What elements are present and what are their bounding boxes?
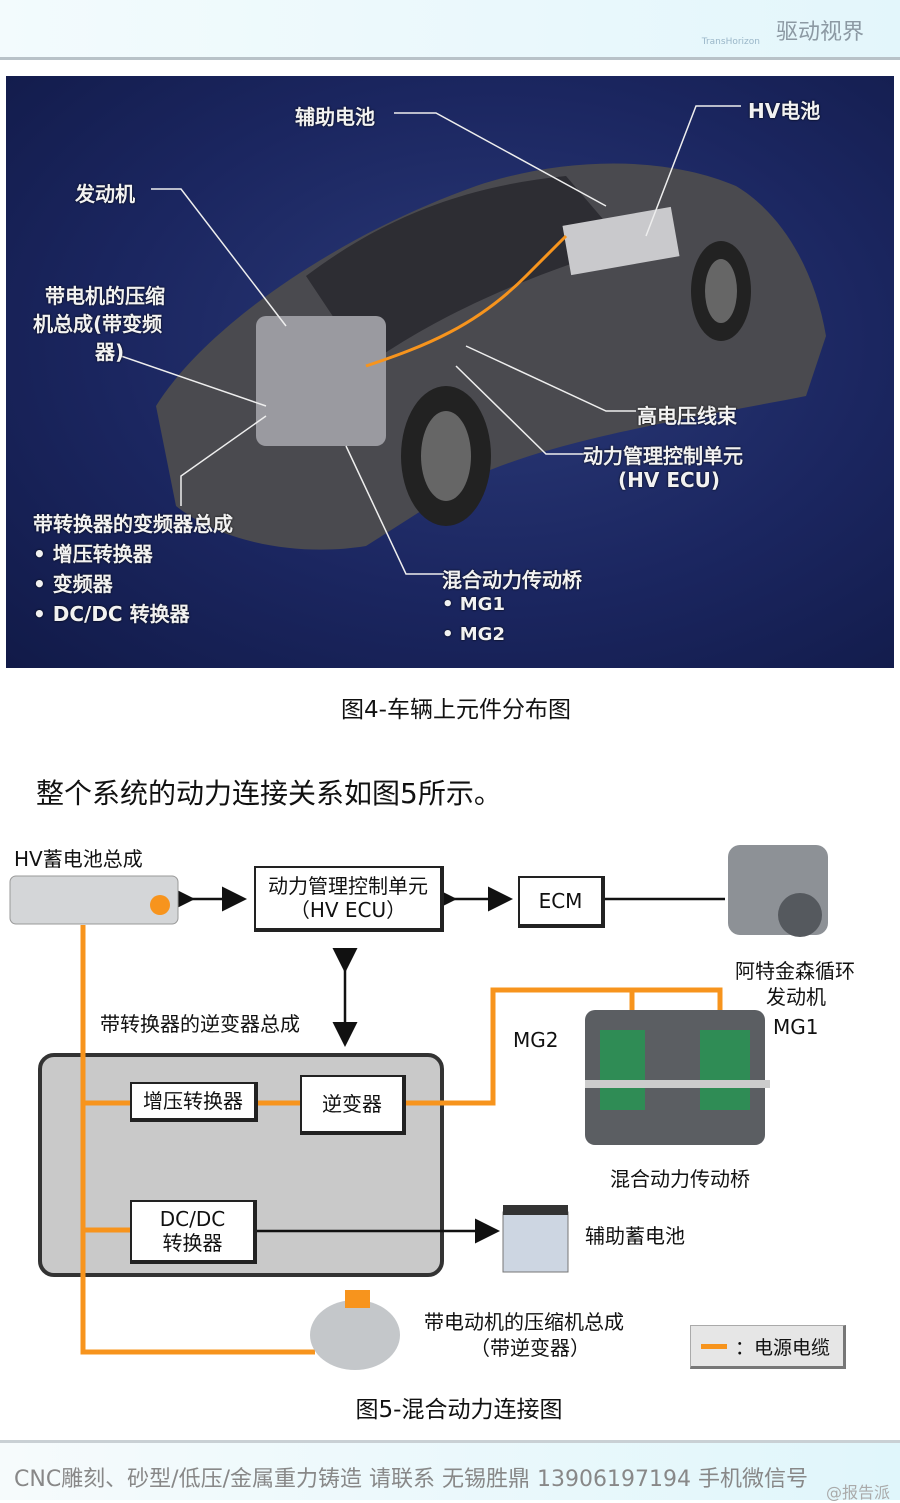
aux-battery-image bbox=[502, 1205, 569, 1273]
vehicle-component-figure: 辅助电池 HV电池 发动机 带电机的压缩 机总成(带变频 器) 高电压线束 动力… bbox=[6, 76, 894, 668]
compressor-label: （带逆变器） bbox=[470, 1336, 590, 1360]
label-inverter-item: • DC/DC 转换器 bbox=[33, 602, 190, 626]
inverter-assembly-label: 带转换器的逆变器总成 bbox=[100, 1012, 300, 1036]
label-inverter: 带转换器的变频器总成 bbox=[33, 512, 233, 536]
dcdc-label: 转换器 bbox=[162, 1231, 223, 1255]
label-aux-battery: 辅助电池 bbox=[295, 105, 375, 129]
boost-converter-box: 增压转换器 bbox=[130, 1082, 258, 1122]
logo-subtitle: TransHorizon bbox=[701, 37, 760, 47]
logo: 驱动视界 bbox=[775, 20, 864, 45]
label-compressor: 机总成(带变频 bbox=[33, 312, 163, 336]
pcu-box: 动力管理控制单元（HV ECU） bbox=[254, 866, 444, 932]
label-transaxle-item: • MG1 bbox=[442, 594, 505, 615]
dcdc-box: DC/DC 转换器 bbox=[130, 1200, 257, 1264]
compressor-label: 带电动机的压缩机总成 bbox=[424, 1310, 624, 1334]
label-pcu-sub: (HV ECU) bbox=[618, 468, 721, 492]
compressor-image bbox=[310, 1290, 400, 1370]
footer-ad-text: CNC雕刻、砂型/低压/金属重力铸造 请联系 无锡胜鼎 13906197194 … bbox=[14, 1467, 808, 1492]
engine-label: 发动机 bbox=[766, 985, 826, 1009]
label-hv-battery: HV电池 bbox=[748, 99, 821, 123]
legend-label: ：电源电缆 bbox=[735, 1336, 831, 1359]
legend: ：电源电缆 bbox=[690, 1325, 846, 1369]
page-footer: CNC雕刻、砂型/低压/金属重力铸造 请联系 无锡胜鼎 13906197194 … bbox=[0, 1440, 900, 1502]
transaxle-image bbox=[585, 1010, 770, 1145]
ecm-box: ECM bbox=[518, 876, 605, 928]
label-compressor: 带电机的压缩 bbox=[45, 284, 165, 308]
page-header: 驱动视界 TransHorizon bbox=[0, 0, 900, 60]
mg2-label: MG2 bbox=[513, 1028, 559, 1052]
label-engine: 发动机 bbox=[75, 182, 135, 206]
body-paragraph: 整个系统的动力连接关系如图5所示。 bbox=[36, 777, 502, 810]
label-pcu: 动力管理控制单元 bbox=[583, 444, 743, 468]
label-inverter-item: • 增压转换器 bbox=[33, 542, 153, 566]
label-transaxle-item: • MG2 bbox=[442, 624, 505, 645]
car-illustration bbox=[120, 105, 826, 575]
watermark: @报告派 bbox=[825, 1483, 890, 1502]
mg1-label: MG1 bbox=[773, 1015, 819, 1039]
label-harness: 高电压线束 bbox=[637, 404, 737, 428]
hv-battery-label: HV蓄电池总成 bbox=[14, 847, 143, 871]
cable-swatch-icon bbox=[701, 1343, 727, 1349]
figure5-caption: 图5-混合动力连接图 bbox=[355, 1397, 563, 1423]
label-transaxle: 混合动力传动桥 bbox=[442, 568, 582, 592]
figure4-caption: 图4-车辆上元件分布图 bbox=[341, 697, 571, 723]
label-compressor: 器) bbox=[95, 340, 125, 364]
aux-battery-label: 辅助蓄电池 bbox=[585, 1224, 685, 1248]
engine-image bbox=[728, 845, 828, 937]
inverter-box: 逆变器 bbox=[300, 1075, 406, 1135]
transaxle-label: 混合动力传动桥 bbox=[610, 1167, 750, 1191]
label-inverter-item: • 变频器 bbox=[33, 572, 113, 596]
dcdc-label: DC/DC bbox=[159, 1207, 226, 1231]
hv-battery-image bbox=[9, 875, 179, 925]
engine-label: 阿特金森循环 bbox=[735, 959, 855, 983]
